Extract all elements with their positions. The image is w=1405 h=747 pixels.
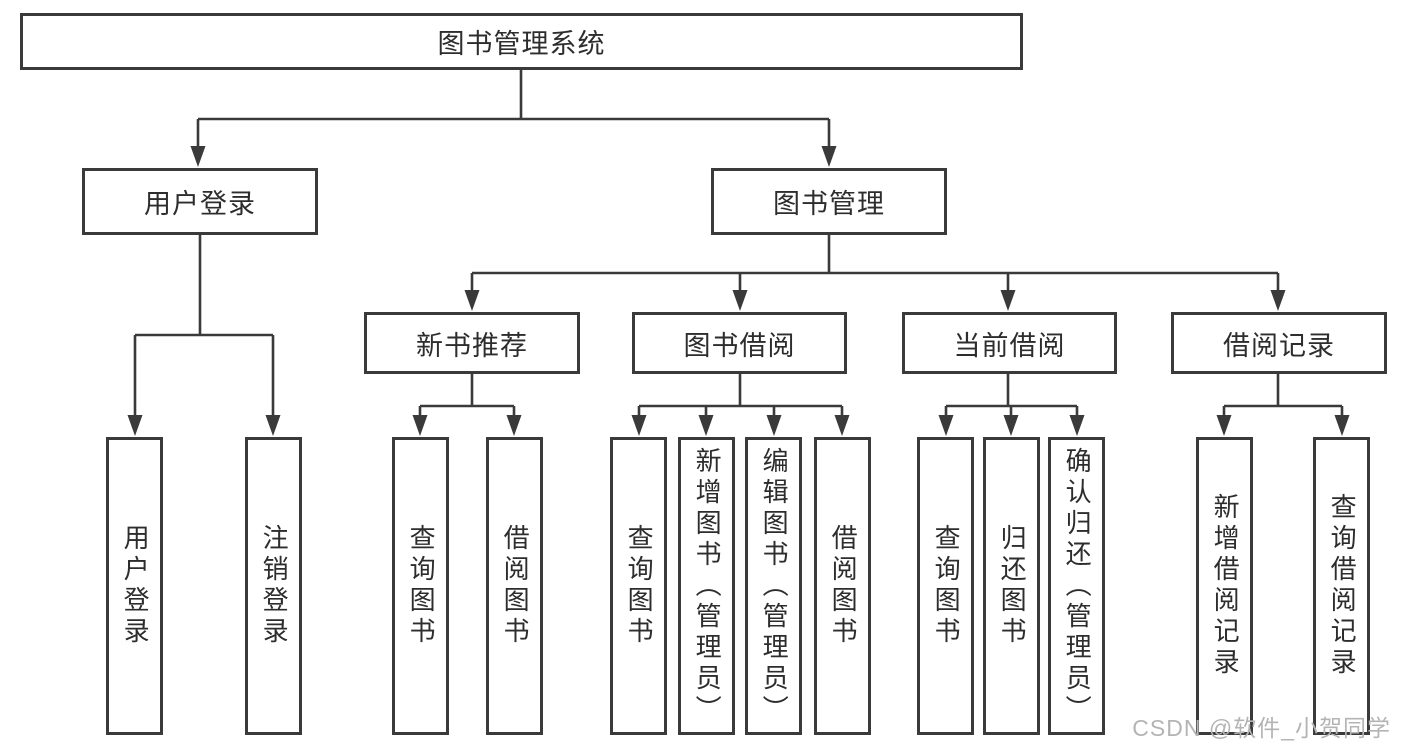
leaf-borrow-books-recommend: 借阅图书 xyxy=(486,437,543,735)
leaf-query-borrow-record: 查询借阅记录 xyxy=(1313,437,1370,735)
node-library-management-system: 图书管理系统 xyxy=(20,13,1023,70)
leaf-label: 查询图书 xyxy=(931,524,962,648)
node-label: 借阅记录 xyxy=(1223,330,1335,361)
arrowheads-sections xyxy=(464,290,1286,311)
connector-user-login-children xyxy=(133,235,275,418)
leaf-label: 注销登录 xyxy=(259,524,290,648)
connector-book-management-sections xyxy=(470,235,1280,294)
leaf-query-books-current: 查询图书 xyxy=(917,437,974,735)
leaf-borrow-books: 借阅图书 xyxy=(814,437,871,735)
leaf-return-books: 归还图书 xyxy=(983,437,1040,735)
connector-root-to-branches xyxy=(196,70,831,149)
node-label: 当前借阅 xyxy=(953,330,1066,361)
node-label: 新书推荐 xyxy=(416,330,528,361)
arrowheads-leaves xyxy=(412,415,1350,436)
leaf-label: 新增图书（管理员） xyxy=(692,446,723,726)
node-borrowing-records: 借阅记录 xyxy=(1171,312,1387,374)
node-user-login: 用户登录 xyxy=(82,168,318,235)
leaf-label: 用户登录 xyxy=(120,524,151,648)
leaf-edit-books-admin: 编辑图书（管理员） xyxy=(745,437,802,735)
leaf-label: 新增借阅记录 xyxy=(1210,493,1241,679)
leaf-label: 借阅图书 xyxy=(500,524,531,648)
leaf-label: 查询图书 xyxy=(406,524,437,648)
arrowheads-user-login-children xyxy=(127,415,281,436)
leaf-user-login: 用户登录 xyxy=(106,437,163,735)
leaf-label: 查询借阅记录 xyxy=(1327,493,1358,679)
node-label: 用户登录 xyxy=(144,189,256,219)
node-label: 图书借阅 xyxy=(683,330,796,361)
connector-section-children xyxy=(418,374,1344,419)
leaf-query-books-borrow: 查询图书 xyxy=(610,437,667,735)
watermark-text: CSDN @软件_小贺同学 xyxy=(1132,715,1391,741)
leaf-label: 编辑图书（管理员） xyxy=(759,446,790,726)
leaf-add-books-admin: 新增图书（管理员） xyxy=(678,437,735,735)
leaf-label: 归还图书 xyxy=(997,524,1028,648)
leaf-label: 查询图书 xyxy=(624,524,655,648)
node-book-management: 图书管理 xyxy=(711,168,947,235)
leaf-confirm-return-admin: 确认归还（管理员） xyxy=(1048,437,1105,735)
node-label: 图书管理系统 xyxy=(437,29,606,59)
leaf-label: 确认归还（管理员） xyxy=(1062,446,1093,726)
arrowheads-branches xyxy=(190,146,837,167)
leaf-label: 借阅图书 xyxy=(828,524,859,648)
node-book-borrowing: 图书借阅 xyxy=(632,312,847,374)
node-label: 图书管理 xyxy=(773,189,885,219)
leaf-query-books-recommend: 查询图书 xyxy=(392,437,449,735)
leaf-logout: 注销登录 xyxy=(245,437,302,735)
node-new-book-recommendation: 新书推荐 xyxy=(364,312,580,374)
node-current-borrowing: 当前借阅 xyxy=(902,312,1117,374)
leaf-add-borrow-record: 新增借阅记录 xyxy=(1196,437,1253,735)
